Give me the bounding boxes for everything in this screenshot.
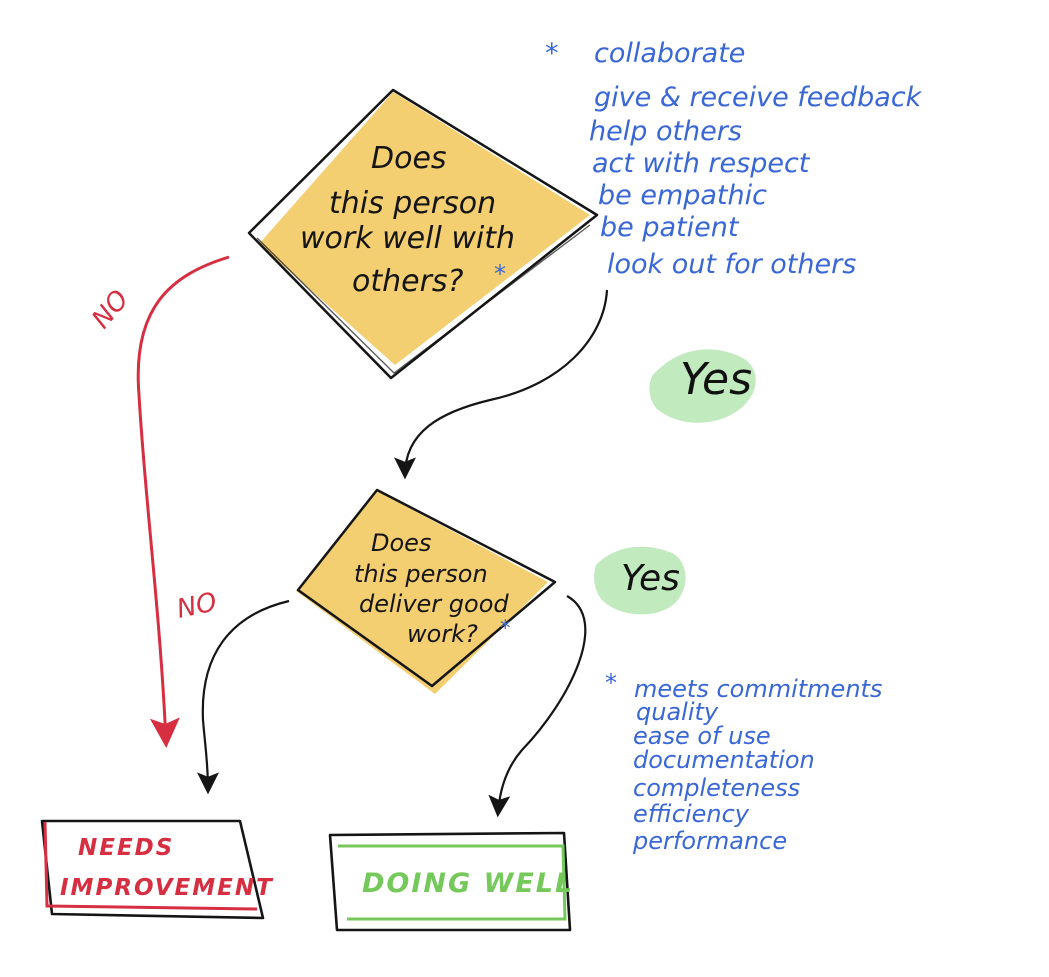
- teamwork-notes-marker: *: [545, 38, 559, 69]
- work-note-3: ease of use: [633, 722, 771, 750]
- work-notes-marker: *: [605, 669, 617, 697]
- yes-label-1: Yes: [680, 354, 752, 405]
- doing-well-label: DOING WELL: [362, 868, 574, 899]
- no-label-1: NO: [86, 285, 135, 335]
- decision-1-line-3: work well with: [300, 221, 515, 256]
- teamwork-note-3: help others: [589, 116, 742, 147]
- doing-well-box-accent: [338, 844, 567, 921]
- decision-1-fill: [259, 92, 590, 365]
- yes-label-2: Yes: [621, 558, 680, 599]
- teamwork-note-1: collaborate: [594, 38, 745, 69]
- work-note-4: documentation: [633, 746, 815, 774]
- work-note-6: efficiency: [633, 800, 750, 828]
- decision-2-line-2: this person: [354, 560, 488, 588]
- teamwork-criteria-notes: * collaborate give & receive feedback he…: [545, 38, 923, 280]
- decision-2: Does this person deliver good work? *: [296, 488, 557, 694]
- decision-1-line-4: others?: [352, 264, 464, 299]
- no-label-2: NO: [174, 587, 219, 625]
- teamwork-note-4: act with respect: [592, 148, 811, 179]
- needs-improvement-box-outline: [40, 819, 265, 920]
- teamwork-note-2: give & receive feedback: [594, 82, 923, 113]
- decision-2-line-4: work?: [407, 620, 478, 648]
- decision-1-outline-shadow: [256, 224, 591, 374]
- decision-1: Does this person work well with others? …: [247, 88, 599, 380]
- outcome-doing-well: DOING WELL: [328, 831, 574, 932]
- arrow-yes-from-decision-2: [488, 595, 587, 818]
- yes-highlight-1: [649, 349, 756, 423]
- decision-1-outline: [247, 88, 599, 380]
- arrow-yes-to-decision-2: [394, 289, 609, 480]
- decision-2-line-3: deliver good: [359, 590, 509, 618]
- outcome-needs-improvement: NEEDS IMPROVEMENT: [40, 819, 274, 920]
- decision-1-asterisk: *: [494, 260, 506, 288]
- arrow-no-to-needs-improvement: [136, 255, 230, 748]
- decision-2-fill: [296, 491, 548, 694]
- decision-1-line-2: this person: [329, 186, 496, 221]
- decision-2-line-1: Does: [371, 529, 431, 557]
- teamwork-note-6: be patient: [600, 212, 740, 243]
- needs-improvement-line-2: IMPROVEMENT: [60, 875, 274, 901]
- teamwork-note-5: be empathic: [598, 180, 767, 211]
- yes-highlight-2: [594, 546, 686, 615]
- decision-1-line-1: Does: [371, 141, 447, 176]
- needs-improvement-line-1: NEEDS: [78, 835, 174, 861]
- needs-improvement-box-accent: [43, 821, 258, 911]
- work-note-2: quality: [636, 698, 719, 726]
- work-criteria-notes: * meets commitments quality ease of use …: [605, 669, 882, 855]
- work-note-1: meets commitments: [634, 675, 882, 703]
- decision-2-outline: [296, 488, 557, 688]
- teamwork-note-7: look out for others: [607, 249, 856, 280]
- decision-2-asterisk: *: [500, 616, 511, 640]
- work-note-5: completeness: [633, 774, 800, 802]
- work-note-7: performance: [632, 827, 787, 855]
- arrow-no-from-decision-2: [196, 599, 290, 795]
- doing-well-box-outline: [328, 831, 572, 932]
